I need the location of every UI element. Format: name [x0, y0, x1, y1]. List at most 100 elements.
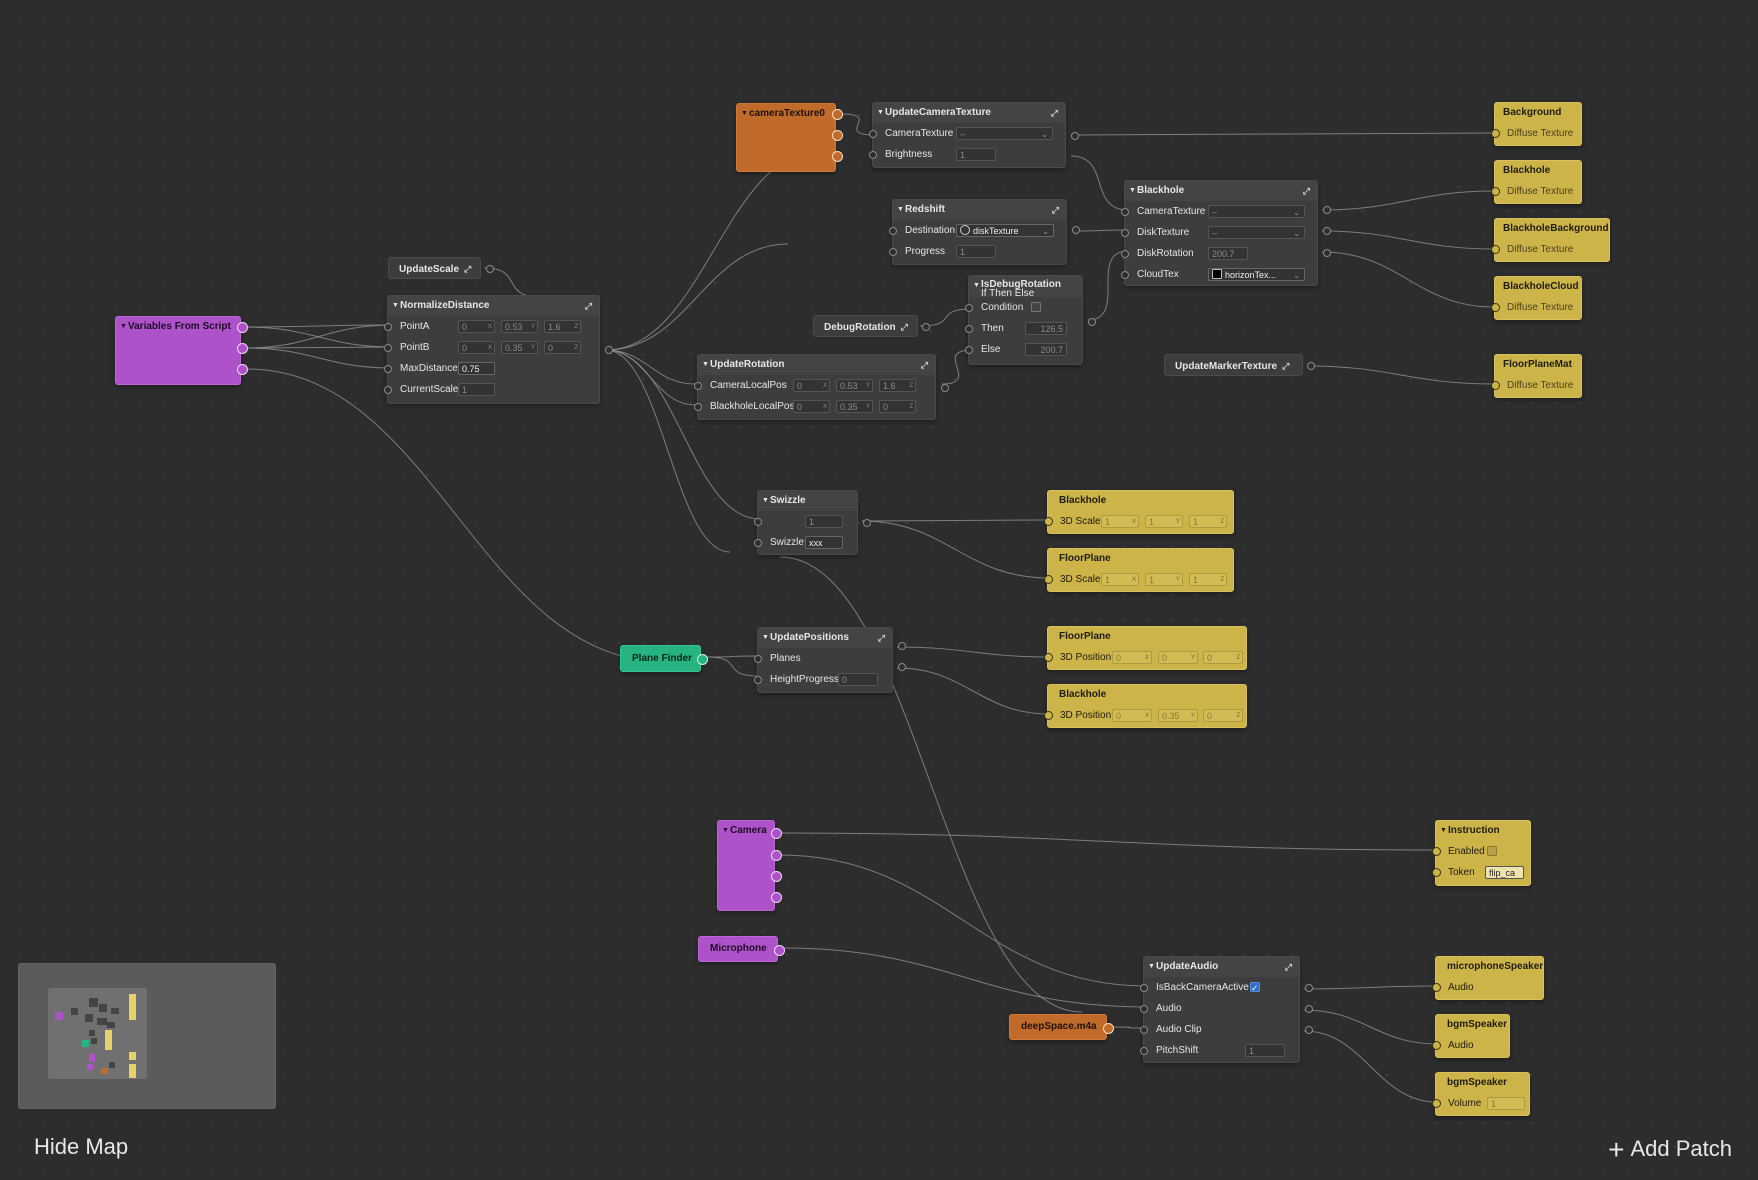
input-port[interactable] — [384, 386, 392, 394]
wire-24[interactable] — [861, 519, 1050, 522]
output-port[interactable] — [605, 346, 613, 354]
material-blackhole-cloud-node[interactable]: BlackholeCloud Diffuse Texture — [1491, 276, 1582, 320]
update-scale-node[interactable]: UpdateScale⤢ — [388, 257, 494, 279]
height-progress-field[interactable]: 0 — [838, 673, 878, 686]
bgm-speaker-audio-node[interactable]: bgmSpeaker Audio — [1432, 1014, 1510, 1058]
input-port[interactable] — [1140, 1005, 1148, 1013]
input-port[interactable] — [1491, 187, 1500, 196]
wire-17[interactable] — [1087, 250, 1129, 321]
output-port[interactable] — [898, 642, 906, 650]
pitch-shift-field[interactable]: 1 — [1245, 1044, 1285, 1057]
collapse-triangle-icon[interactable]: ▼ — [762, 634, 769, 641]
enabled-checkbox[interactable] — [1487, 846, 1497, 856]
input-port[interactable] — [754, 676, 762, 684]
output-port[interactable] — [1323, 206, 1331, 214]
blackhole-patch-node[interactable]: ▼Blackhole⤢ CameraTexture –⌄ DiskTexture… — [1121, 180, 1331, 286]
input-port[interactable] — [889, 227, 897, 235]
input-port[interactable] — [384, 323, 392, 331]
disk-texture-dropdown[interactable]: –⌄ — [1208, 226, 1305, 239]
destination-dropdown[interactable]: diskTexture⌄ — [956, 224, 1054, 237]
wire-27[interactable] — [705, 656, 760, 677]
input-port[interactable] — [869, 130, 877, 138]
output-port[interactable] — [1103, 1023, 1114, 1034]
wire-22[interactable] — [1321, 251, 1495, 308]
output-port[interactable] — [941, 384, 949, 392]
wire-19[interactable] — [919, 308, 973, 327]
expand-icon[interactable]: ⤢ — [920, 360, 928, 370]
input-port[interactable] — [694, 382, 702, 390]
input-port[interactable] — [1121, 229, 1129, 237]
swizzle-field[interactable]: xxx — [805, 536, 843, 549]
brightness-field[interactable]: 1 — [956, 148, 996, 161]
input-port[interactable] — [1044, 653, 1053, 662]
wire-10[interactable] — [605, 243, 789, 351]
variables-from-script-node[interactable]: ▼Variables From Script — [115, 316, 248, 385]
expand-icon[interactable]: ⤢ — [464, 264, 472, 274]
camera-texture-node[interactable]: ▼cameraTexture0 — [736, 103, 843, 172]
disk-rotation-field[interactable]: 200.7 — [1208, 247, 1248, 260]
input-port[interactable] — [1491, 129, 1500, 138]
output-port[interactable] — [832, 151, 843, 162]
then-field[interactable]: 126.5 — [1025, 322, 1067, 335]
microphone-node[interactable]: Microphone — [698, 936, 785, 962]
volume-field[interactable]: 1 — [1487, 1097, 1525, 1110]
minimap[interactable] — [18, 963, 276, 1109]
material-blackhole-background-node[interactable]: BlackholeBackground Diffuse Texture — [1491, 218, 1610, 262]
material-background-node[interactable]: Background Diffuse Texture — [1491, 102, 1582, 146]
input-port[interactable] — [1491, 303, 1500, 312]
wire-23[interactable] — [1307, 365, 1495, 385]
input-port[interactable] — [754, 539, 762, 547]
expand-icon[interactable]: ⤢ — [877, 633, 885, 643]
redshift-node[interactable]: ▼Redshift⤢ Destination diskTexture⌄ Prog… — [889, 199, 1080, 265]
expand-icon[interactable]: ⤢ — [1050, 108, 1058, 118]
output-port[interactable] — [832, 109, 843, 120]
wire-14[interactable] — [1070, 132, 1495, 136]
collapse-triangle-icon[interactable]: ▼ — [741, 110, 748, 117]
instruction-node[interactable]: ▼Instruction Enabled Token flip_ca — [1432, 820, 1531, 886]
wire-9[interactable] — [605, 349, 761, 520]
plane-finder-node[interactable]: Plane Finder — [620, 645, 708, 672]
wire-12[interactable] — [605, 349, 731, 553]
collapse-triangle-icon[interactable]: ▼ — [1129, 187, 1136, 194]
wire-34[interactable] — [1303, 985, 1438, 990]
is-back-camera-active-checkbox[interactable] — [1250, 978, 1260, 999]
update-positions-node[interactable]: ▼UpdatePositions⤢ Planes HeightProgress … — [754, 627, 906, 693]
collapse-triangle-icon[interactable]: ▼ — [897, 206, 904, 213]
wire-37[interactable] — [779, 556, 1083, 1013]
output-port[interactable] — [1323, 249, 1331, 257]
output-port[interactable] — [863, 519, 871, 527]
max-distance-field[interactable]: 0.75 — [458, 362, 495, 375]
input-port[interactable] — [965, 304, 973, 312]
input-port[interactable] — [1432, 983, 1441, 992]
output-port[interactable] — [832, 130, 843, 141]
expand-icon[interactable]: ⤢ — [1284, 962, 1292, 972]
input-port[interactable] — [1121, 250, 1129, 258]
expand-icon[interactable]: ⤢ — [584, 301, 592, 311]
input-port[interactable] — [1121, 208, 1129, 216]
expand-icon[interactable]: ⤢ — [1302, 186, 1310, 196]
input-port[interactable] — [1044, 517, 1053, 526]
wire-16[interactable] — [1071, 229, 1129, 232]
camera-texture-dropdown[interactable]: –⌄ — [1208, 205, 1305, 218]
output-port[interactable] — [1305, 1026, 1313, 1034]
input-port[interactable] — [965, 346, 973, 354]
wire-13[interactable] — [841, 113, 875, 136]
material-blackhole-node[interactable]: Blackhole Diffuse Texture — [1491, 160, 1582, 204]
collapse-triangle-icon[interactable]: ▼ — [702, 361, 709, 368]
input-port[interactable] — [384, 344, 392, 352]
input-port[interactable] — [1140, 1047, 1148, 1055]
